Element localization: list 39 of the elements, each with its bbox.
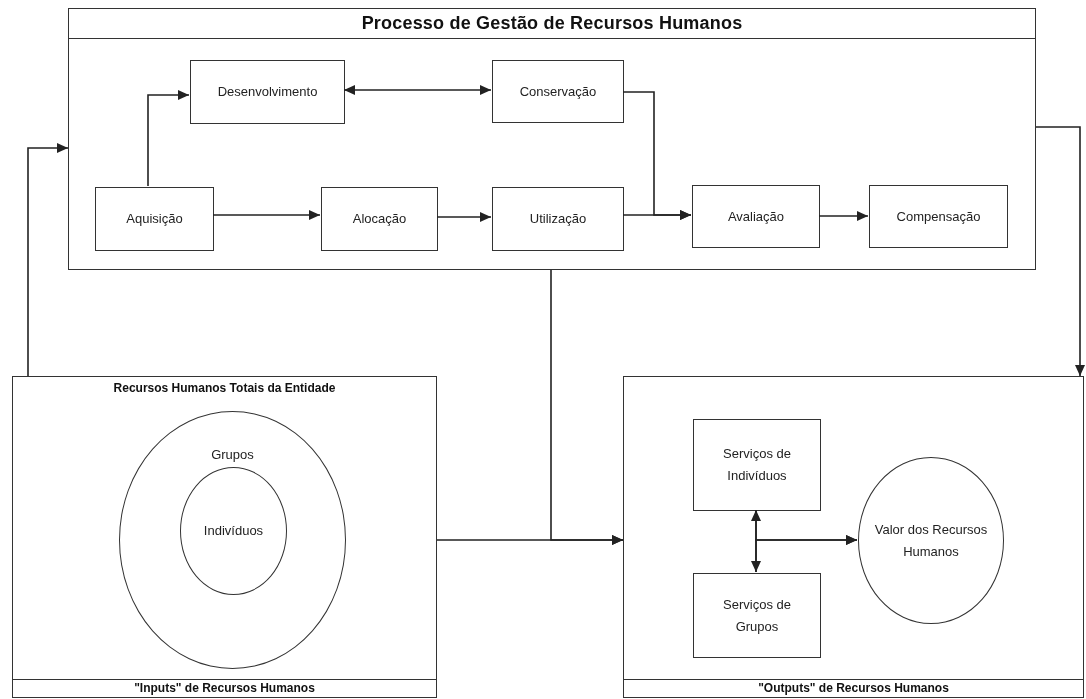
connector-arrow [436,535,624,545]
process-box [869,185,1008,248]
node-label: Compensação [896,207,981,226]
node-label: Serviços de Grupos [722,595,792,636]
group-frame [68,8,1036,270]
connector-arrow [1035,126,1085,377]
process-box [190,60,345,124]
connector-arrow [212,210,321,220]
process-box [492,187,624,251]
node-label: Avaliação [727,207,785,226]
connector-arrow [436,212,492,222]
connector-arrow [755,535,858,573]
connector-arrow [343,85,492,95]
node-label: Valor dos Recursos Humanos [873,520,989,561]
node-label: Aquisição [126,210,183,228]
frame-title: Processo de Gestão de Recursos Humanos [361,12,743,35]
connector-arrow [818,211,869,221]
frame-caption: "Inputs" de Recursos Humanos [134,680,315,696]
group-frame [12,376,437,698]
connector-arrow [622,210,692,220]
process-box [95,187,214,251]
connector-arrow [27,143,69,377]
node-label: Alocação [352,210,407,228]
frame-caption: "Outputs" de Recursos Humanos [758,680,949,696]
node-label: Indivíduos [203,522,264,540]
process-box [693,573,821,658]
process-box [492,60,624,123]
connector-arrow [147,90,190,187]
node-label: Desenvolvimento [217,83,318,101]
process-box [321,187,438,251]
ellipse [858,457,1004,624]
group-frame [623,376,1084,698]
node-label: Serviços de Indivíduos [722,445,792,485]
node-label: Utilização [529,210,587,228]
frame-heading: Recursos Humanos Totais da Entidade [113,380,336,396]
node-label: Conservação [519,82,597,101]
process-box [692,185,820,248]
process-box [693,419,821,511]
node-label: Grupos [211,446,254,464]
